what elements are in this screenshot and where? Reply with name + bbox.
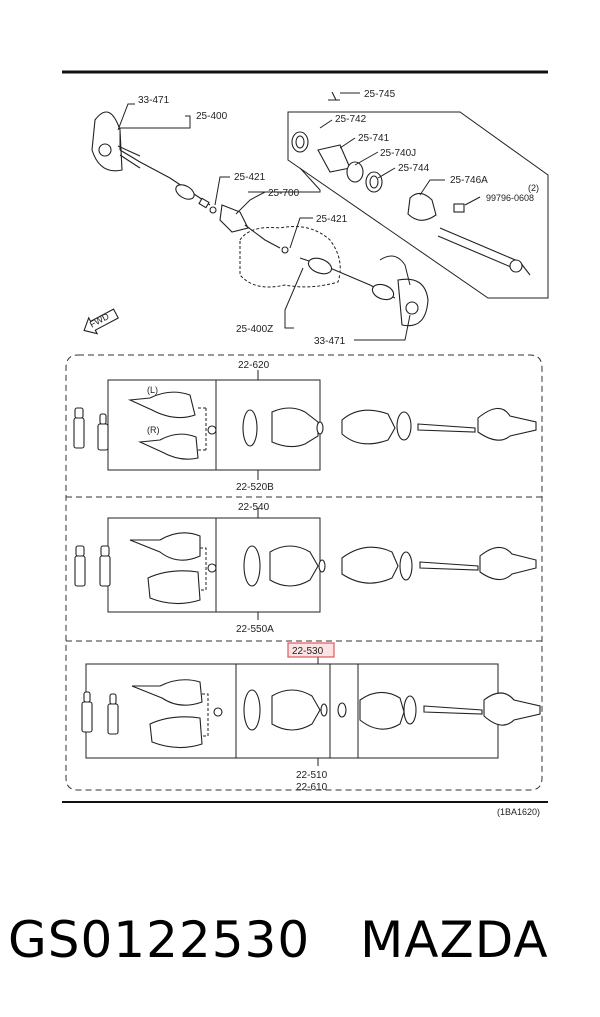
label-33-471-top: 33-471 xyxy=(138,95,170,106)
label-25-400: 25-400 xyxy=(196,111,228,122)
left-shaft xyxy=(119,149,211,206)
label-22-620: 22-620 xyxy=(238,360,270,371)
bracket xyxy=(317,144,351,173)
label-25-700: 25-700 xyxy=(268,188,300,199)
label-25-400z: 25-400Z xyxy=(236,324,273,335)
section-drive-shaft-assembly xyxy=(81,656,541,766)
label-22-520b: 22-520B xyxy=(236,482,274,493)
label-25-746a: 25-746A xyxy=(450,175,488,186)
transaxle-outline xyxy=(239,226,341,288)
label-33-471-bottom: 33-471 xyxy=(314,336,346,347)
label-right: (R) xyxy=(147,425,160,435)
label-22-510: 22-510 xyxy=(296,770,328,781)
label-25-421-a: 25-421 xyxy=(234,172,266,183)
label-22-530: 22-530 xyxy=(292,646,324,657)
caption: GS0122530 MAZDA xyxy=(0,900,600,980)
label-22-550a: 22-550A xyxy=(236,624,274,635)
label-25-744: 25-744 xyxy=(398,163,430,174)
label-25-745: 25-745 xyxy=(364,89,396,100)
kit-panel-outline xyxy=(65,354,543,791)
label-25-740j: 25-740J xyxy=(380,148,416,159)
label-99796-0608: 99796-0608 xyxy=(486,193,534,203)
intermediate-shaft-box xyxy=(287,111,549,299)
bearing-housing xyxy=(407,192,437,221)
center-joint xyxy=(219,204,249,233)
section-inner-joint-kit xyxy=(74,508,537,620)
left-knuckle xyxy=(91,111,123,172)
label-25-742: 25-742 xyxy=(335,114,367,125)
label-22-540: 22-540 xyxy=(238,502,270,513)
label-reference-code: (1BA1620) xyxy=(497,807,540,817)
highlight-22-530 xyxy=(287,642,335,658)
left-hub-nut xyxy=(98,143,112,157)
label-22-610: 22-610 xyxy=(296,782,328,793)
fwd-arrow xyxy=(83,308,119,335)
label-left: (L) xyxy=(147,385,158,395)
top-assembly xyxy=(83,91,549,341)
brand-name: MAZDA xyxy=(360,911,549,969)
label-25-741: 25-741 xyxy=(358,133,390,144)
part-number: GS0122530 xyxy=(8,911,311,969)
label-25-421-b: 25-421 xyxy=(316,214,348,225)
label-qty-2: (2) xyxy=(528,183,539,193)
section-outer-joint-kit xyxy=(73,370,537,480)
parts-diagram: 33-471 25-400 25-745 25-742 25-741 25-74… xyxy=(62,70,549,817)
